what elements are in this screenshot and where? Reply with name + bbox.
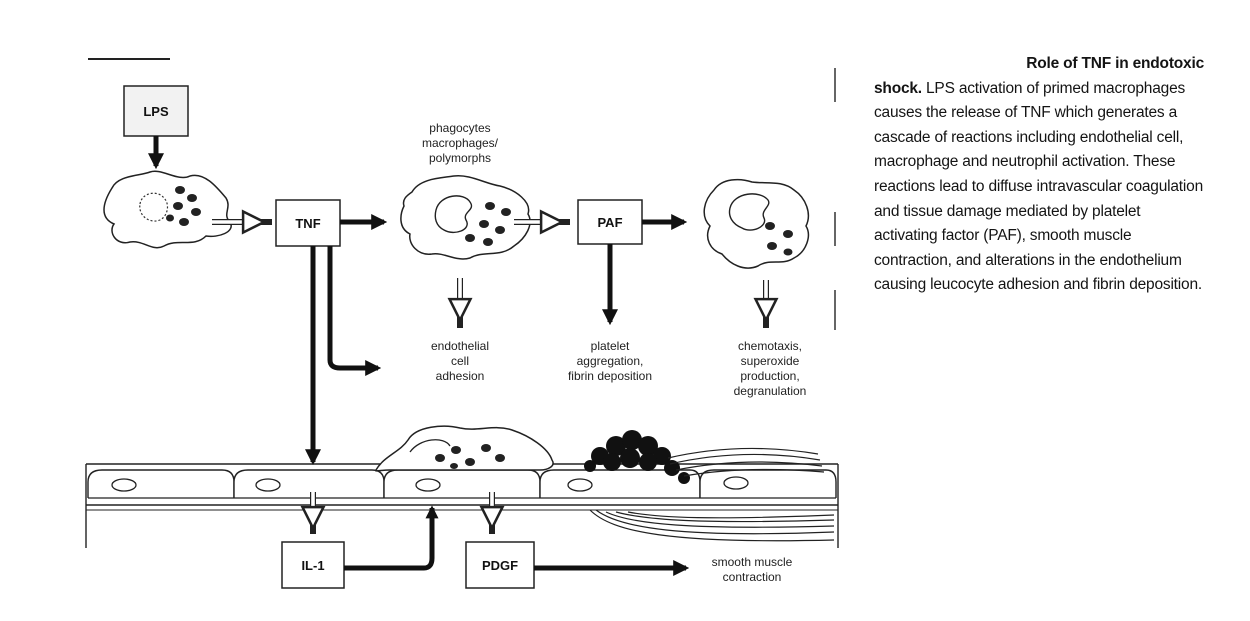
arrow-il1-to-endothelium: [344, 505, 439, 571]
il1-label: IL-1: [301, 558, 324, 573]
phagocytes-label-1: phagocytes: [429, 121, 490, 135]
adherent-leucocyte: [374, 425, 554, 472]
chemotaxis-label-4: degranulation: [734, 384, 807, 398]
arrow-tnf-to-endothelial-adhesion: [327, 246, 382, 377]
endothelial-label-1: endothelial: [431, 339, 489, 353]
platelet-label-3: fibrin deposition: [568, 369, 652, 383]
lps-label: LPS: [143, 104, 169, 119]
tnf-node: TNF: [275, 199, 341, 247]
pdgf-label: PDGF: [482, 558, 518, 573]
caption-body: LPS activation of primed macrophages cau…: [874, 79, 1203, 294]
smooth-muscle-label-1: smooth muscle: [712, 555, 793, 569]
endothelium-layer: [85, 463, 839, 548]
chemotaxis-label-3: production,: [740, 369, 799, 383]
smooth-muscle-layers: [589, 509, 835, 542]
endothelial-label-2: cell: [451, 354, 469, 368]
caption-title: Role of TNF in endotoxic: [1026, 55, 1204, 72]
caption-title-continued: shock.: [874, 79, 922, 97]
paf-node: PAF: [577, 199, 643, 245]
tnf-cascade-diagram: LPS TNF phagocytes macrophages/ polymorp…: [85, 58, 839, 589]
platelet-label-1: platelet: [591, 339, 630, 353]
chemotaxis-label-1: chemotaxis,: [738, 339, 802, 353]
phagocyte-cell: [400, 175, 531, 260]
primed-macrophage-cell: [103, 170, 232, 249]
paf-label: PAF: [597, 215, 622, 230]
fibrin-strands: [667, 447, 825, 477]
chemotaxis-label-2: superoxide: [741, 354, 800, 368]
il1-node: IL-1: [281, 541, 345, 589]
pdgf-node: PDGF: [465, 541, 535, 589]
figure-caption: Role of TNF in endotoxic shock. LPS acti…: [874, 52, 1204, 298]
endothelial-label-3: adhesion: [436, 369, 485, 383]
phagocytes-label-2: macrophages/: [422, 136, 499, 150]
neutrophil-cell: [703, 178, 810, 269]
lps-node: LPS: [123, 85, 189, 137]
smooth-muscle-label-2: contraction: [723, 570, 782, 584]
platelet-label-2: aggregation,: [577, 354, 644, 368]
phagocytes-label-3: polymorphs: [429, 151, 491, 165]
platelet-aggregate: [584, 430, 690, 484]
tnf-label: TNF: [295, 216, 320, 231]
